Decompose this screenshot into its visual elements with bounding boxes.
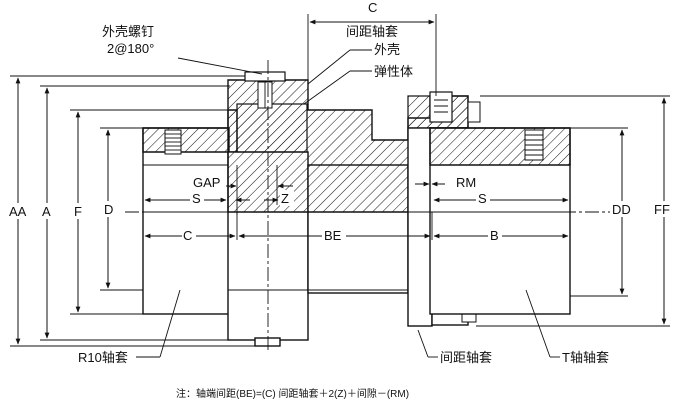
dim-label-a: A [42,204,51,219]
coupling-body [125,60,610,350]
dim-label-f: F [74,204,82,219]
dimensions: AA A F D DD FF C 间距轴套 [9,0,676,347]
label-spacer-hub-top: 间距轴套 [346,24,398,39]
dim-label-be: BE [324,228,342,243]
shell-screw [244,71,286,82]
dim-label-aa: AA [9,204,27,219]
label-r10-hub: R10轴套 [78,350,128,365]
dim-label-gap: GAP [193,175,220,190]
label-screw-spec: 2@180° [107,41,154,56]
dim-label-c: C [183,228,192,243]
dim-label-d: D [104,202,113,217]
dim-label-c-top: C [368,0,377,15]
dim-label-rm: RM [456,175,476,190]
dim-label-dd: DD [612,202,631,217]
dim-label-s-right: S [478,191,487,206]
dim-label-b: B [490,228,499,243]
label-spacer-hub-bottom: 间距轴套 [440,350,492,365]
dim-label-ff: FF [654,202,670,217]
right-hub-flange [429,127,571,166]
label-elastomer: 弹性体 [374,64,413,79]
elastomer [236,103,308,153]
label-shell: 外壳 [374,42,400,57]
r10-hub [142,127,230,315]
left-hub-flange [142,109,238,153]
footnote: 注：轴端间距(BE)=(C) 间距轴套＋2(Z)＋间隙－(RM) [176,387,409,400]
label-t-hub: T轴轴套 [562,350,609,365]
top-right-screw [429,91,453,123]
label-shell-screw: 外壳螺钉 [102,24,154,39]
dim-label-z: Z [281,191,289,206]
callouts: 外壳螺钉 2@180° 外壳 弹性体 R10轴套 间距轴套 T轴轴套 [78,24,609,365]
spacer-hub-disk [407,127,433,327]
dim-label-s-left: S [192,191,201,206]
